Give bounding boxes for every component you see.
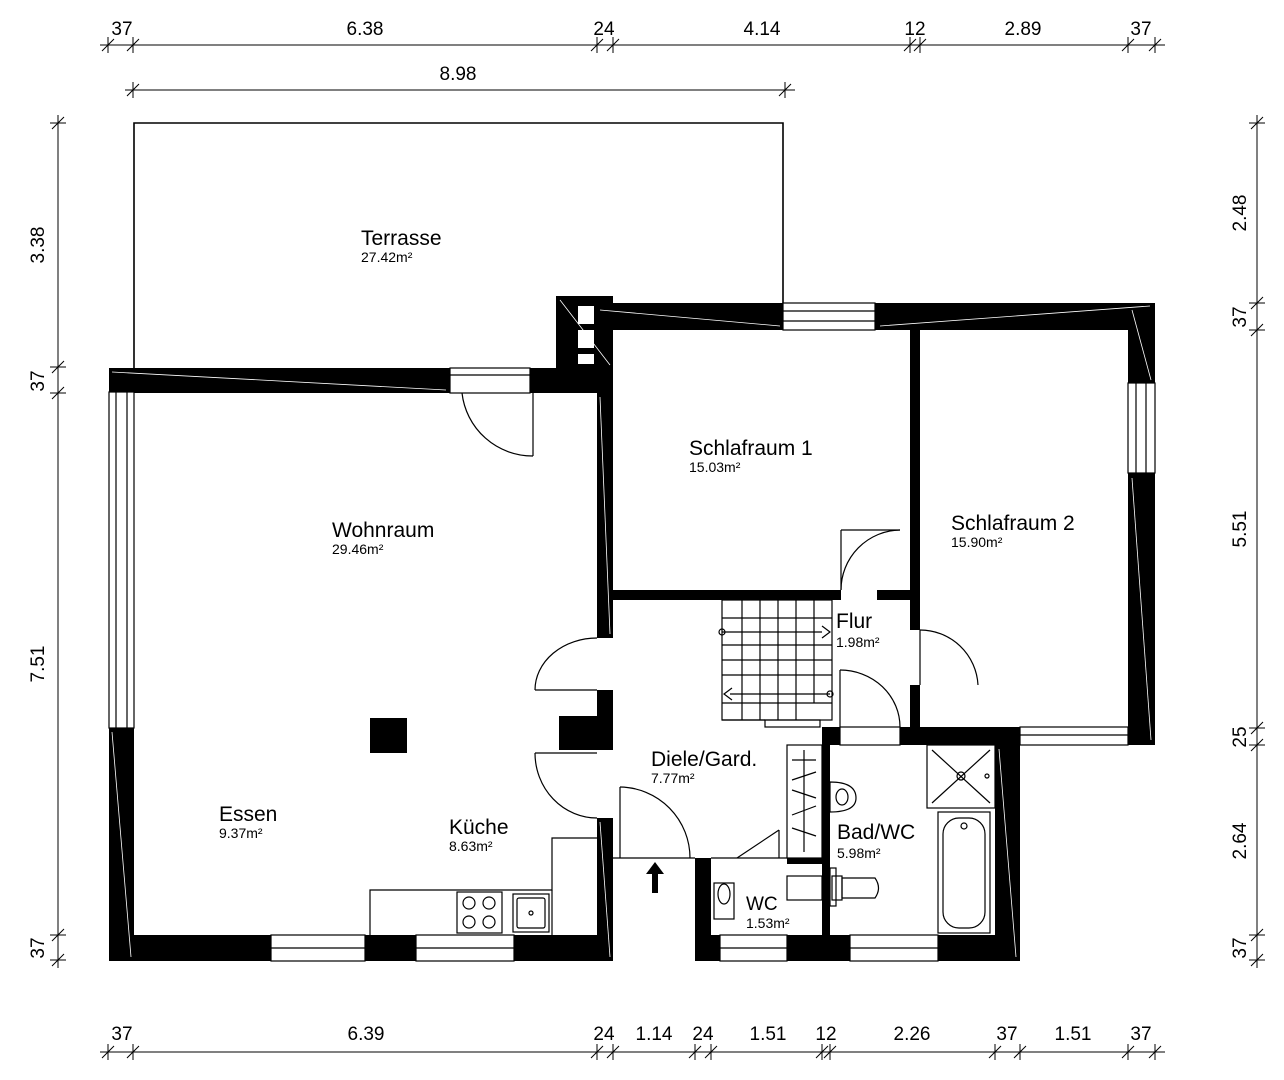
windows: [108, 302, 1156, 962]
staircase-icon: [718, 599, 834, 728]
wall-hatch: [111, 299, 1152, 958]
dim-top-total: 8.98: [440, 64, 477, 85]
room-flur-area: 1.98m²: [836, 634, 880, 650]
room-terrasse-area: 27.42m²: [361, 249, 413, 265]
dimension-lines: [50, 37, 1265, 1060]
kitchen-counter: [369, 837, 597, 935]
room-diele-name: Diele/Gard.: [651, 748, 757, 771]
dim-bottom-7: 12: [815, 1024, 836, 1045]
shower-icon: [926, 744, 996, 809]
stove-icon: [456, 891, 503, 934]
dim-bottom-2: 6.39: [348, 1024, 385, 1045]
dim-bottom-4: 1.14: [636, 1024, 673, 1045]
pillar: [370, 718, 407, 753]
bathtub-icon: [937, 811, 991, 934]
room-essen-area: 9.37m²: [219, 825, 263, 841]
dim-top-2: 6.38: [347, 19, 384, 40]
dim-right-1: 2.48: [1230, 195, 1251, 232]
wardrobe: [786, 744, 823, 859]
room-wc-area: 1.53m²: [746, 915, 790, 931]
sink-icon: [512, 893, 550, 933]
room-flur-name: Flur: [836, 610, 872, 633]
dim-bottom-8: 2.26: [894, 1024, 931, 1045]
terrace: [133, 122, 784, 368]
doors: [461, 392, 979, 859]
dim-bottom-10: 1.51: [1055, 1024, 1092, 1045]
room-schlafraum2-area: 15.90m²: [951, 534, 1003, 550]
room-essen-name: Essen: [219, 803, 277, 826]
room-kueche-area: 8.63m²: [449, 838, 493, 854]
dim-bottom-6: 1.51: [750, 1024, 787, 1045]
dim-left-3: 7.51: [28, 646, 49, 683]
room-wc-name: WC: [746, 894, 778, 915]
dim-right-5: 2.64: [1230, 822, 1251, 859]
room-terrasse-name: Terrasse: [361, 227, 442, 250]
dim-bottom-5: 24: [692, 1024, 714, 1045]
room-badwc-area: 5.98m²: [837, 845, 881, 861]
toilet-icon: [786, 867, 880, 907]
toilet-icon: [713, 882, 735, 920]
walls: [109, 296, 1155, 961]
dim-bottom-3: 24: [593, 1024, 615, 1045]
dim-bottom-9: 37: [996, 1024, 1017, 1045]
entrance-arrow-icon: [646, 862, 664, 893]
dim-top-7: 37: [1130, 19, 1151, 40]
dim-top-4: 4.14: [744, 19, 781, 40]
dim-left-1: 3.38: [28, 227, 49, 264]
dim-top-6: 2.89: [1005, 19, 1042, 40]
dim-bottom-11: 37: [1130, 1024, 1151, 1045]
dim-right-3: 5.51: [1230, 511, 1251, 548]
dim-top-5: 12: [904, 19, 925, 40]
dim-left-2: 37: [28, 370, 49, 391]
room-kueche-name: Küche: [449, 816, 509, 839]
room-wohnraum-area: 29.46m²: [332, 541, 384, 557]
room-wohnraum-name: Wohnraum: [332, 519, 434, 542]
dim-right-6: 37: [1230, 937, 1251, 958]
room-schlafraum1-area: 15.03m²: [689, 459, 741, 475]
room-diele-area: 7.77m²: [651, 770, 695, 786]
chimney: [578, 306, 594, 364]
room-schlafraum1-name: Schlafraum 1: [689, 437, 813, 460]
dim-top-1: 37: [111, 19, 132, 40]
dim-bottom-1: 37: [111, 1024, 132, 1045]
dim-right-2: 37: [1230, 306, 1251, 327]
dim-top-3: 24: [593, 19, 615, 40]
dim-left-4: 37: [28, 937, 49, 958]
room-schlafraum2-name: Schlafraum 2: [951, 512, 1075, 535]
washbasin-icon: [829, 781, 857, 813]
room-badwc-name: Bad/WC: [837, 821, 915, 844]
dim-right-4: 25: [1230, 726, 1251, 747]
